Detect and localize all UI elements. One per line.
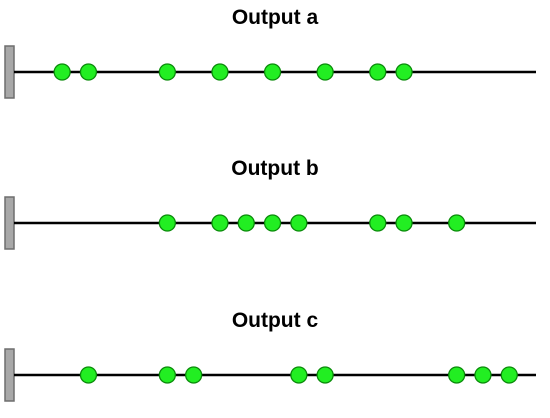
wall-block — [4, 348, 15, 402]
panel-b — [4, 196, 536, 250]
bead — [158, 366, 177, 384]
wall-block — [4, 45, 15, 99]
bead — [158, 214, 177, 232]
bead — [500, 366, 518, 384]
bead — [158, 63, 177, 81]
bead — [316, 366, 334, 384]
bead — [395, 214, 413, 232]
panel-a — [4, 45, 536, 99]
bead — [53, 63, 71, 81]
bead — [79, 63, 98, 81]
bead — [474, 366, 492, 384]
bead — [211, 63, 229, 81]
bead — [237, 214, 255, 232]
bead — [263, 214, 282, 232]
panel-title-b: Output b — [231, 157, 319, 180]
wall-block — [4, 196, 15, 250]
bead — [211, 214, 229, 232]
bead — [79, 366, 98, 384]
bead — [447, 366, 466, 384]
bead — [290, 214, 308, 232]
bead — [263, 63, 282, 81]
panel-c — [4, 348, 536, 402]
bead — [395, 63, 413, 81]
bead — [316, 63, 334, 81]
bead — [369, 214, 387, 232]
bead — [290, 366, 308, 384]
bead — [447, 214, 466, 232]
bead — [184, 366, 203, 384]
panel-title-a: Output a — [231, 6, 319, 29]
panel-title-c: Output c — [231, 309, 319, 332]
bead — [369, 63, 387, 81]
